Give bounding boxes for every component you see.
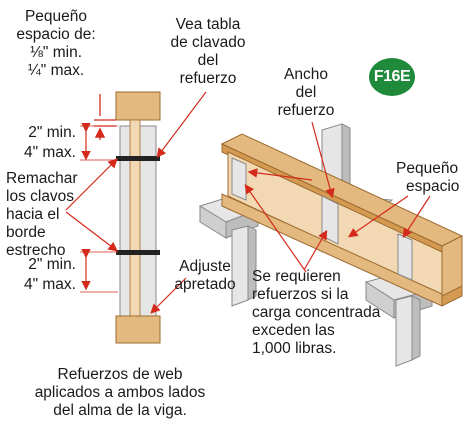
bottom-flange bbox=[115, 315, 161, 344]
label-tight-fit: Adjuste apretado bbox=[174, 258, 236, 293]
stiffener-elevation bbox=[65, 91, 207, 344]
figure-badge: F16E bbox=[369, 58, 415, 96]
label-stiffener-width: Ancho del refuerzo bbox=[277, 66, 335, 119]
label-clinch-nails: Remachar los clavos hacia el borde estre… bbox=[6, 170, 78, 259]
nail-strap-top bbox=[116, 156, 160, 161]
label-required-note: Se requieren refuerzos si la carga conce… bbox=[252, 268, 381, 357]
nail-strap-bottom bbox=[116, 250, 160, 255]
label-top-min: 2" min. bbox=[28, 124, 76, 141]
beam-isometric bbox=[198, 121, 464, 367]
stiffener-left-end bbox=[231, 157, 247, 201]
top-flange bbox=[115, 91, 161, 121]
label-small-gap: Pequeño espacio de: ⅛" min. ¼" max. bbox=[16, 8, 96, 79]
figure-caption: Refuerzos de web aplicados a ambos lados… bbox=[34, 366, 206, 419]
label-nailing-table: Vea tabla de clavado del refuerzo bbox=[170, 16, 246, 87]
stiffener-under-load bbox=[321, 195, 339, 245]
label-bottom-min: 2" min. bbox=[28, 256, 76, 273]
label-top-max: 4" max. bbox=[23, 144, 76, 161]
label-small-gap-right: Pequeño espacio bbox=[396, 160, 460, 195]
label-bottom-max: 4" max. bbox=[23, 276, 76, 293]
